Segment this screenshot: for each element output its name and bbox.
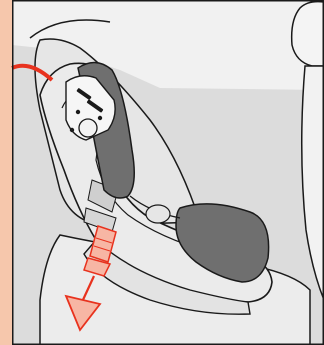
adjuster-screw-2 [98, 116, 102, 120]
adjuster-screw-1 [76, 110, 80, 114]
adjuster-screw-3 [70, 128, 74, 132]
adjuster-knob [79, 119, 97, 137]
side-color-strip [0, 0, 12, 345]
harness-strap-loop [146, 205, 170, 223]
